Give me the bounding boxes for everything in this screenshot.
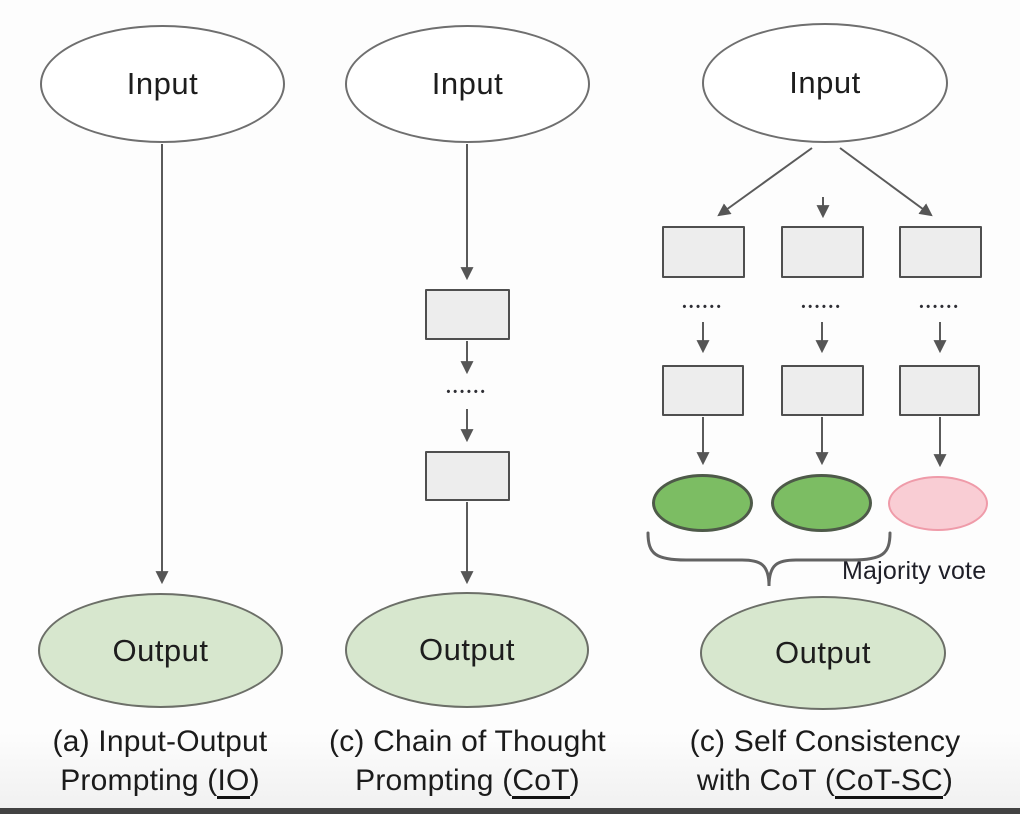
sc-caption: (c) Self Consistency with CoT (CoT-SC) bbox=[655, 722, 995, 800]
sc-thought-box-r1c3 bbox=[899, 226, 982, 278]
cot-output-label: Output bbox=[418, 632, 516, 667]
cot-ellipsis-dots: •••••• bbox=[446, 386, 488, 398]
io-caption: (a) Input-Output Prompting (IO) bbox=[5, 722, 315, 800]
sc-ellipsis-dots-2: •••••• bbox=[801, 301, 843, 313]
io-output-label: Output bbox=[112, 632, 209, 668]
arrow-sc-input-left bbox=[717, 147, 813, 217]
io-abbrev-underlined: IO bbox=[217, 764, 250, 799]
io-input-ellipse: Input bbox=[40, 25, 285, 143]
sc-ellipsis-dots-1: •••••• bbox=[682, 301, 724, 313]
io-input-label: Input bbox=[126, 66, 199, 101]
cot-caption: (c) Chain of Thought Prompting (CoT) bbox=[310, 722, 625, 800]
sc-caption-line2: with CoT (CoT-SC) bbox=[696, 764, 954, 799]
sc-vote-ellipse-green-1 bbox=[652, 474, 753, 532]
io-caption-line1: (a) Input-Output bbox=[52, 725, 268, 758]
sc-vote-ellipse-green-2 bbox=[771, 474, 872, 532]
cot-thought-box-2 bbox=[425, 451, 510, 501]
sc-output-ellipse: Output bbox=[700, 596, 946, 710]
cot-thought-box-1 bbox=[425, 289, 510, 340]
cot-input-label: Input bbox=[431, 66, 504, 101]
arrow-sc-input-right bbox=[839, 147, 933, 217]
sc-thought-box-r2c1 bbox=[662, 365, 744, 416]
io-caption-line2: Prompting (IO) bbox=[60, 764, 260, 799]
majority-vote-label: Majority vote bbox=[842, 557, 987, 585]
cot-abbrev-underlined: CoT bbox=[512, 764, 570, 799]
io-output-ellipse: Output bbox=[38, 593, 283, 708]
cot-input-ellipse: Input bbox=[345, 25, 590, 143]
sc-thought-box-r2c2 bbox=[781, 365, 864, 416]
sc-output-label: Output bbox=[774, 635, 872, 670]
sc-thought-box-r2c3 bbox=[899, 365, 980, 416]
sc-caption-line1: (c) Self Consistency bbox=[689, 725, 961, 758]
sc-thought-box-r1c2 bbox=[781, 226, 864, 278]
sc-input-ellipse: Input bbox=[702, 23, 948, 143]
cot-caption-line2: Prompting (CoT) bbox=[355, 764, 580, 799]
sc-ellipsis-dots-3: •••••• bbox=[919, 301, 961, 313]
cot-output-ellipse: Output bbox=[345, 592, 589, 708]
bottom-edge-bar bbox=[0, 808, 1020, 814]
sc-abbrev-underlined: CoT-SC bbox=[835, 764, 943, 799]
cot-caption-line1: (c) Chain of Thought bbox=[329, 725, 606, 758]
sc-input-label: Input bbox=[789, 65, 861, 100]
sc-vote-ellipse-pink bbox=[888, 476, 988, 531]
sc-thought-box-r1c1 bbox=[662, 226, 745, 278]
